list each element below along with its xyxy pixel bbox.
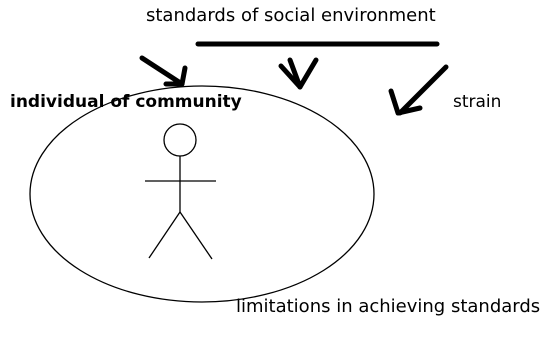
stick-figure-icon xyxy=(145,123,216,260)
standards-label: standards of social environment xyxy=(146,5,436,26)
arrow-down-icon xyxy=(139,55,188,87)
strain-label: strain xyxy=(453,92,502,112)
community-circle xyxy=(29,85,375,303)
arrow-down-icon xyxy=(388,64,449,116)
limitations-label: limitations in achieving standards xyxy=(236,296,541,317)
individual-label: individual of community xyxy=(10,92,242,112)
arrow-down-icon xyxy=(278,57,319,90)
